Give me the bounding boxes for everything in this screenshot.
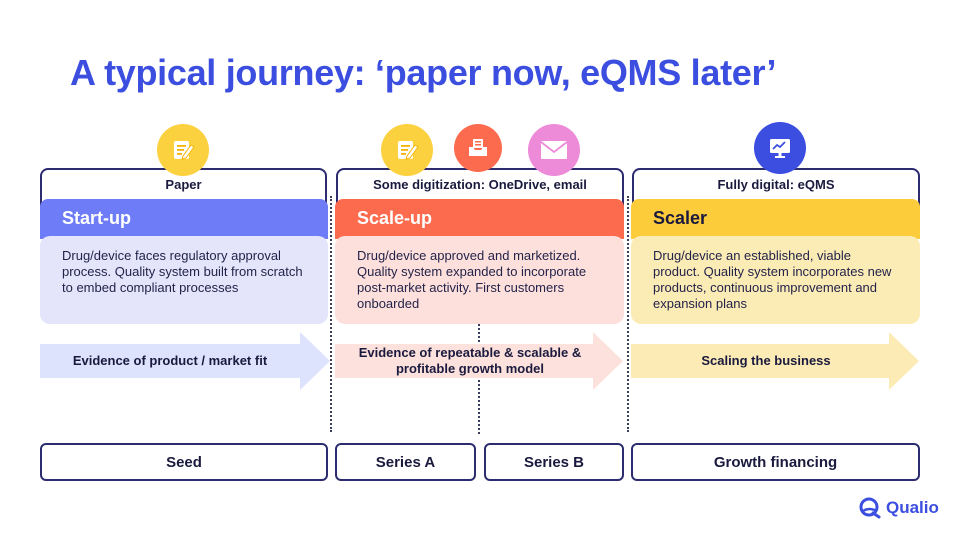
stage-band-scaler: Scaler xyxy=(631,199,920,239)
monitor-chart-icon xyxy=(754,122,806,174)
funding-series-a: Series A xyxy=(335,443,476,481)
funding-series-b: Series B xyxy=(484,443,624,481)
arrow-label-scaleup: Evidence of repeatable & scalable & prof… xyxy=(358,345,582,376)
page-title: A typical journey: ‘paper now, eQMS late… xyxy=(70,52,777,93)
stage-band-scaleup: Scale-up xyxy=(335,199,624,239)
stage-divider-2 xyxy=(627,196,629,432)
inbox-icon xyxy=(454,124,502,172)
arrow-startup xyxy=(40,332,330,390)
funding-seed: Seed xyxy=(40,443,328,481)
arrow-scaler xyxy=(631,332,919,390)
arrow-scaleup xyxy=(335,332,623,390)
stage-divider-1 xyxy=(330,196,332,432)
stage-description-scaler: Drug/device an established, viable produ… xyxy=(631,236,920,324)
qualio-logo-icon xyxy=(859,497,881,519)
document-pen-icon xyxy=(157,124,209,176)
document-pen-icon xyxy=(381,124,433,176)
envelope-icon xyxy=(528,124,580,176)
stage-description-scaleup: Drug/device approved and marketized. Qua… xyxy=(335,236,624,324)
funding-growth-financing: Growth financing xyxy=(631,443,920,481)
logo-text: Qualio xyxy=(886,498,939,517)
arrow-label-startup: Evidence of product / market fit xyxy=(72,353,268,368)
stage-band-startup: Start-up xyxy=(40,199,328,239)
arrow-label-scaler: Scaling the business xyxy=(701,353,831,368)
stage-description-startup: Drug/device faces regulatory approval pr… xyxy=(40,236,328,324)
qualio-logo: Qualio xyxy=(858,496,939,520)
